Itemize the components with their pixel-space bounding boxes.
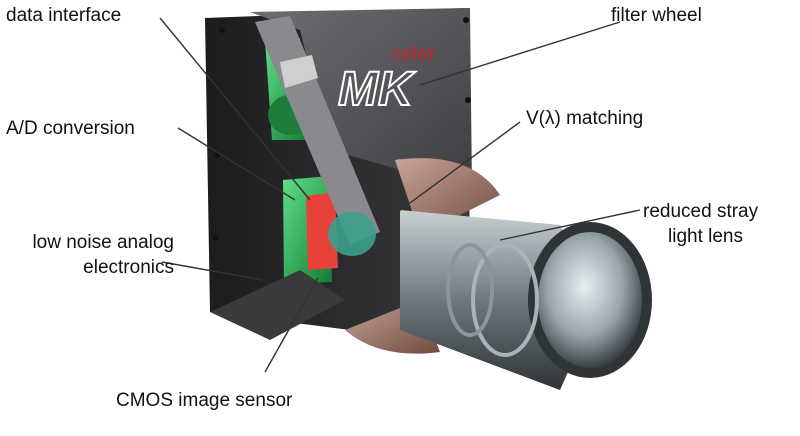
- leader-low-noise: [161, 261, 264, 281]
- label-stray-2: light lens: [668, 226, 743, 247]
- screw-icon: [463, 17, 469, 23]
- label-low-noise-1: low noise analog: [32, 232, 174, 253]
- leader-cmos: [264, 277, 319, 373]
- brand-large: MK: [338, 63, 416, 116]
- label-filter-wheel: filter wheel: [611, 5, 702, 26]
- filter-glass: [328, 212, 376, 256]
- screw-icon: [465, 97, 471, 103]
- label-stray-1: reduced stray: [643, 201, 759, 222]
- brand-small: color: [392, 43, 436, 65]
- leader-stray: [499, 209, 641, 241]
- lens-element: [471, 243, 539, 357]
- label-low-noise-2: electronics: [83, 257, 174, 278]
- lower-mount: [210, 270, 345, 340]
- housing-panel: [250, 8, 472, 190]
- lens-glass: [538, 232, 642, 368]
- gear: [280, 55, 318, 88]
- screw-icon: [219, 27, 225, 33]
- label-data-interface: data interface: [6, 5, 122, 26]
- red-board: [306, 192, 338, 270]
- leader-lines: [159, 17, 641, 373]
- leader-ad-conversion: [177, 127, 296, 201]
- leader-data-interface: [159, 17, 311, 201]
- lens-element: [446, 243, 494, 337]
- label-cmos: CMOS image sensor: [116, 390, 293, 411]
- label-v-lambda: V(λ) matching: [526, 108, 644, 129]
- leader-v-lambda: [379, 121, 521, 226]
- label-ad-conversion: A/D conversion: [6, 118, 135, 139]
- screw-icon: [213, 235, 219, 241]
- leader-filter-wheel: [419, 21, 621, 86]
